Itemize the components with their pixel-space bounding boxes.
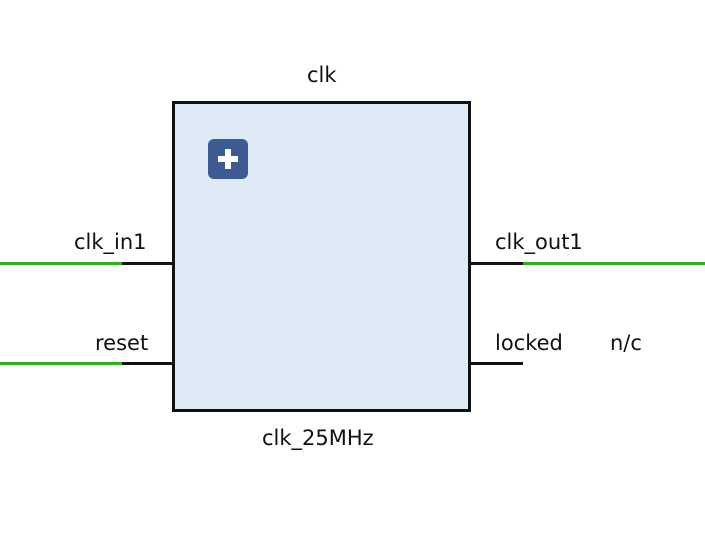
clk-in1-connected-wire	[0, 262, 122, 265]
clk-out1-connected-wire	[523, 262, 705, 265]
net-label-locked: n/c	[610, 331, 642, 355]
clk-out1-pin-stub[interactable]	[471, 262, 523, 265]
port-label-clk-out1: clk_out1	[495, 230, 583, 254]
clk-in1-pin-stub[interactable]	[122, 262, 172, 265]
reset-connected-wire	[0, 362, 122, 365]
locked-pin-stub[interactable]	[471, 362, 523, 365]
block-instance-name: clk	[307, 63, 337, 87]
block-module-name: clk_25MHz	[262, 426, 374, 450]
port-label-locked: locked	[495, 331, 563, 355]
port-label-reset: reset	[95, 331, 149, 355]
port-label-clk-in1: clk_in1	[74, 230, 147, 254]
plus-icon	[218, 149, 238, 169]
reset-pin-stub[interactable]	[122, 362, 172, 365]
expand-button[interactable]	[208, 139, 248, 179]
